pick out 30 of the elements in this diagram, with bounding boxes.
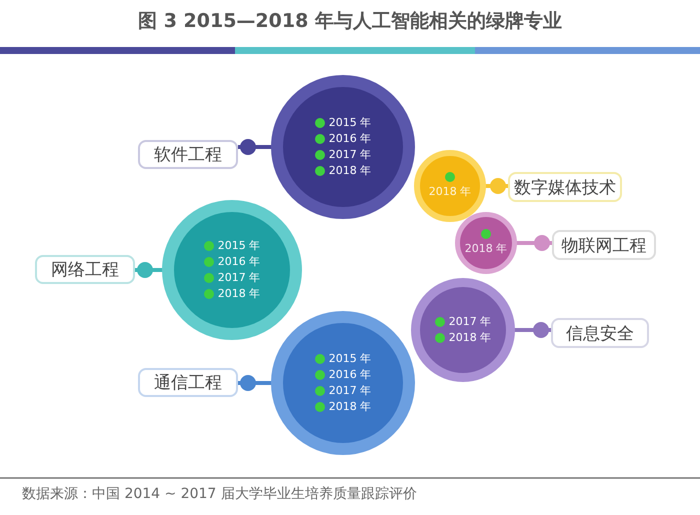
year-label: 2015 年	[218, 238, 260, 254]
year-label: 2016 年	[328, 131, 372, 147]
year-label: 2018 年	[328, 163, 372, 179]
year-label: 2018 年	[328, 399, 372, 415]
major-label: 信息安全	[551, 318, 649, 348]
major-label: 物联网工程	[552, 230, 656, 260]
year-label: 2018 年	[428, 184, 472, 200]
year-label: 2015 年	[328, 351, 372, 367]
caption: 数据来源：中国 2014 ~ 2017 届大学毕业生培养质量跟踪评价	[22, 485, 417, 503]
connector-line	[484, 178, 508, 194]
major-label: 软件工程	[138, 140, 238, 169]
connector-line	[513, 322, 551, 338]
connector-line	[135, 262, 164, 278]
year-label: 2018 年	[464, 241, 508, 257]
year-label: 2016 年	[328, 367, 372, 383]
major-label: 网络工程	[35, 255, 135, 284]
year-label: 2018 年	[448, 330, 492, 346]
year-label: 2017 年	[448, 314, 492, 330]
major-label: 数字媒体技术	[508, 172, 622, 202]
title: 图 3 2015—2018 年与人工智能相关的绿牌专业	[137, 9, 563, 34]
year-label: 2017 年	[328, 147, 372, 163]
year-label: 2018 年	[218, 286, 260, 302]
connector-line	[238, 139, 273, 155]
year-label: 2015 年	[328, 115, 372, 131]
connector-line	[238, 375, 273, 391]
connector-line	[515, 235, 552, 251]
year-label: 2017 年	[328, 383, 372, 399]
year-label: 2016 年	[218, 254, 260, 270]
year-label: 2017 年	[218, 270, 260, 286]
major-label: 通信工程	[138, 368, 238, 397]
